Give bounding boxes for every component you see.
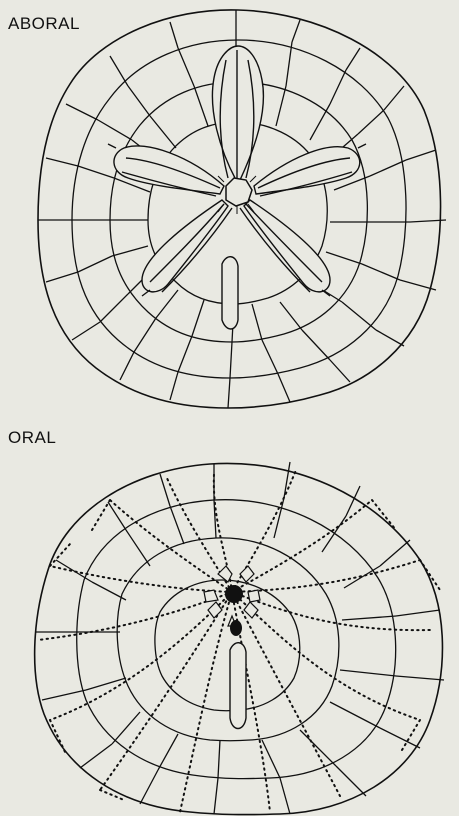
food-groove: [38, 592, 232, 640]
food-groove: [232, 560, 420, 592]
periproct: [230, 620, 242, 636]
food-groove: [232, 592, 340, 796]
food-groove: [50, 566, 232, 592]
mouth: [225, 585, 243, 603]
oral-suture: [82, 498, 396, 778]
petal-right-anterior: [254, 147, 360, 194]
aboral-lunule: [222, 257, 238, 329]
aboral-petals: [114, 46, 360, 292]
food-grooves: [38, 470, 440, 812]
food-groove: [100, 592, 232, 790]
food-groove: [232, 592, 430, 630]
oral-lunule: [230, 643, 246, 729]
oral-test: [35, 462, 444, 815]
oral-outline: [35, 463, 443, 814]
petal-left-anterior: [114, 146, 224, 194]
food-groove: [110, 500, 232, 592]
oral-plate-ring: [77, 500, 396, 779]
aboral-test: [38, 10, 446, 408]
apical-system: [226, 178, 252, 206]
